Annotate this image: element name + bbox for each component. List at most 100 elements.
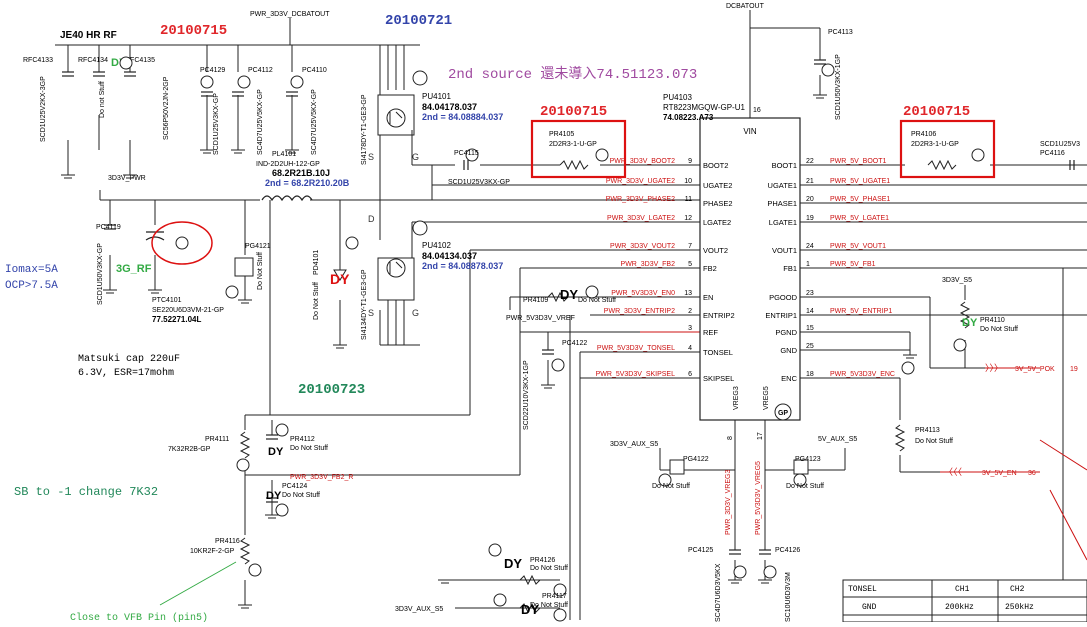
pr4116-part: 10KR2F-2-GP [190, 548, 235, 555]
pc4125-ref: PC4125 [688, 547, 713, 554]
ic-right-pin-number: 22 [806, 158, 814, 165]
pg4122-ref: PG4122 [683, 456, 709, 463]
ic-right-pin-name: PHASE1 [767, 199, 797, 208]
rfc4133-ref: RFC4133 [23, 57, 53, 64]
ic-right-net-label: PWR_5V_PHASE1 [830, 196, 890, 203]
gp-badge-icon [953, 338, 967, 352]
gp-badge-icon [553, 608, 567, 622]
pc4113-ref: PC4113 [828, 29, 853, 36]
gp-badge-icon [733, 565, 747, 579]
pu4103-ic-body [699, 117, 801, 421]
top-net-dcbatout: DCBATOUT [726, 3, 765, 10]
net-vreg3: PWR_3D3V_VREG3 [725, 470, 732, 535]
gp-badge-icon [465, 148, 479, 162]
rfc4134-part: Do not Stuff [99, 81, 106, 118]
ic-right-pin-name: BOOT1 [772, 161, 797, 170]
ic-left-pin-name: ENTRIP2 [703, 311, 735, 320]
ic-right-pin-name: GND [780, 346, 797, 355]
ic-left-pin-name: BOOT2 [703, 161, 728, 170]
ic-left-pin-name: SKIPSEL [703, 374, 734, 383]
pr4110-net: 3D3V_S5 [942, 277, 972, 284]
ic-left-pin-number: 4 [688, 345, 692, 352]
ic-left-pin-number: 5 [688, 261, 692, 268]
ic-right-pin-name: UGATE1 [768, 181, 797, 190]
ic-pin17: 17 [757, 432, 764, 440]
ic-left-pin-name: REF [703, 328, 718, 337]
ic-right-pin-number: 23 [806, 290, 814, 297]
pg4122-note: Do Not Stuff [652, 483, 690, 490]
pr4106-resistor-icon [927, 159, 957, 171]
ic-left-net-label: PWR_3D3V_UGATE2 [606, 178, 675, 185]
table-header-ch1: CH1 [955, 585, 970, 594]
net-en-page: 36 [1028, 470, 1036, 477]
pr4116-resistor-icon [239, 537, 251, 565]
pu4101-ref: PU4101 [422, 92, 451, 101]
pc4115-part: SCD1U25V3KX-GP [448, 179, 510, 186]
table-cell-gnd: GND [862, 603, 877, 612]
ic-vreg3-label: VREG3 [733, 386, 740, 410]
ic-right-pin-number: 25 [806, 343, 814, 350]
pu4103-ref: PU4103 [663, 93, 692, 102]
pr4126-resistor-icon [519, 574, 541, 586]
date-5: 20100723 [298, 382, 365, 398]
gp-badge-icon [971, 148, 985, 162]
gp-badge-icon [658, 473, 672, 487]
table-cell-ch2: 250kHz [1005, 603, 1034, 612]
ic-right-pin-name: ENC [781, 374, 797, 383]
ic-right-pin-number: 20 [806, 196, 814, 203]
pr4117-ref: PR4117 [542, 593, 567, 600]
ic-left-pin-name: FB2 [703, 264, 717, 273]
pu4102-pin-d: D [368, 214, 375, 224]
pc4124-ref: PC4124 [282, 483, 307, 490]
ic-right-net-label: PWR_5V_LGATE1 [830, 215, 889, 222]
pr4105-part: 2D2R3-1-U-GP [549, 141, 597, 148]
ic-right-pin-number: 18 [806, 371, 814, 378]
ic-left-net-label: PWR_3D3V_VOUT2 [610, 243, 675, 250]
pr4112-dy: DY [268, 446, 284, 458]
pc4110-part: SC4D7U25V5KX-GP [311, 89, 318, 155]
ic-left-pin-number: 9 [688, 158, 692, 165]
gp-badge-icon [236, 458, 250, 472]
ic-left-pin-name: EN [703, 293, 713, 302]
pu4102-part: SI4134DY-T1-GE3-GP [361, 269, 368, 340]
ic-right-pin-number: 1 [806, 261, 810, 268]
gp-badges [119, 56, 985, 622]
pc4126-ref: PC4126 [775, 547, 800, 554]
pr4105-highlight-box [530, 119, 627, 179]
gp-badge-icon [763, 565, 777, 579]
pg4123-box-icon [793, 459, 809, 475]
net-vreg5: PWR_5V3D3V_VREG5 [755, 461, 762, 535]
date-3: 20100715 [540, 104, 607, 120]
gp-badge-icon [119, 56, 133, 70]
rfc4135-ref: RFC4135 [125, 57, 155, 64]
pc4129-ref: PC4129 [200, 67, 225, 74]
ic-left-net-label: PWR_3D3V_BOOT2 [610, 158, 675, 165]
ic-vin-pin: 16 [753, 107, 761, 114]
gp-badge-icon [248, 563, 262, 577]
pl4101-pn: 68.2R21B.10J [272, 168, 330, 178]
net-pok-page: 19 [1070, 366, 1078, 373]
pc4126-part: SC10U6D3V3M [785, 572, 792, 622]
pc4119-part: SCD1U50V3KX-GP [97, 243, 104, 305]
pr4110-resistor-icon [959, 301, 971, 329]
pr4109-ref: PR4109 [523, 297, 548, 304]
net-fb2-r: PWR_3D3V_FB2_R [290, 474, 353, 481]
pc4124-dy: DY [266, 490, 282, 502]
pr4113-ref: PR4113 [915, 427, 940, 434]
ic-left-pin-number: 11 [685, 196, 692, 203]
gp-badge-icon [290, 75, 304, 89]
pr4126-dy: DY [504, 556, 522, 571]
ptc4101-part: SE220U6D3VM-21-GP [152, 307, 224, 314]
pg4121-ref: PG4121 [245, 243, 271, 250]
ic-left-pin-name: PHASE2 [703, 199, 733, 208]
ic-left-pin-number: 7 [688, 243, 692, 250]
ptc4101-ref: PTC4101 [152, 297, 182, 304]
ic-right-pin-name: FB1 [783, 264, 797, 273]
net-aux-s5-bottom: 3D3V_AUX_S5 [395, 606, 443, 613]
ic-right-pin-number: 15 [806, 325, 814, 332]
inductor-pl4101-icon [261, 195, 313, 202]
rfc4135-part: SC56P50V2JN-2GP [163, 76, 170, 140]
pr4113-resistor-icon [894, 424, 906, 452]
pr4109-dy: DY [560, 287, 578, 302]
mosfet-symbols [377, 94, 415, 301]
